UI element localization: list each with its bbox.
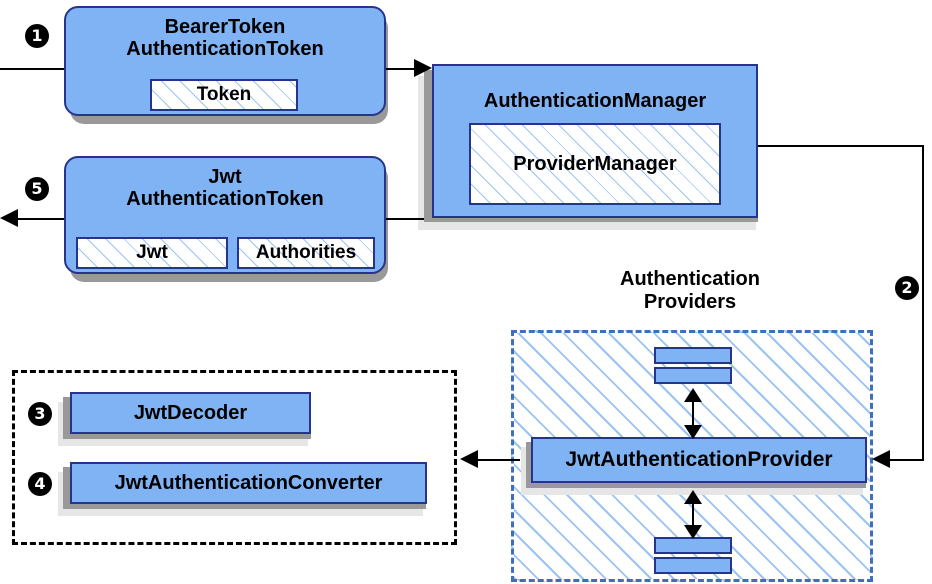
jwt-authentication-token-title-line1: Jwt <box>208 166 242 188</box>
connector-rail-vertical <box>922 145 924 459</box>
provider-manager-label: ProviderManager <box>513 152 677 175</box>
badge-step-3-label: 3 <box>34 404 46 423</box>
connector-provider-to-support <box>478 459 520 461</box>
arrowhead-provider-bottom-down <box>684 525 702 539</box>
badge-step-3: 3 <box>28 402 52 426</box>
authentication-providers-label-line1: Authentication <box>620 268 760 290</box>
badge-step-1: 1 <box>25 24 49 48</box>
bearer-token-title-line1: BearerToken <box>164 16 286 38</box>
jwt-decoder-label: JwtDecoder <box>133 401 248 424</box>
arrowhead-response-out <box>0 209 18 227</box>
badge-step-4: 4 <box>28 472 52 496</box>
authorities-inner-label: Authorities <box>255 242 357 263</box>
connector-token-to-manager <box>386 68 422 70</box>
connector-provider-to-top-stubs <box>692 394 694 428</box>
bearer-token-title-line2: AuthenticationToken <box>126 38 324 61</box>
connector-request-in <box>0 68 72 70</box>
badge-step-2: 2 <box>895 276 919 300</box>
badge-step-2-label: 2 <box>901 278 913 297</box>
connector-provider-to-bottom-stubs <box>692 496 694 528</box>
badge-step-1-label: 1 <box>31 26 43 45</box>
provider-stub-top-2 <box>654 367 732 384</box>
connector-response-out <box>14 218 72 220</box>
provider-stub-bottom-1 <box>654 537 732 554</box>
badge-step-4-label: 4 <box>34 474 46 493</box>
badge-step-5: 5 <box>25 177 49 201</box>
jwt-decoder-card: JwtDecoder <box>70 392 311 434</box>
arrowhead-provider-bottom-up <box>684 490 702 504</box>
jwt-authentication-token-inner-jwt-box: Jwt <box>76 237 228 269</box>
connector-manager-to-jwt-token <box>386 218 424 220</box>
bearer-token-inner-label: Token <box>196 84 252 105</box>
jwt-authentication-converter-label: JwtAuthenticationConverter <box>114 471 383 494</box>
jwt-authentication-token-inner-authorities-box: Authorities <box>237 237 375 269</box>
badge-step-5-label: 5 <box>31 179 43 198</box>
jwt-authentication-provider-card: JwtAuthenticationProvider <box>531 437 867 483</box>
bearer-token-inner-token-box: Token <box>150 79 298 111</box>
authentication-providers-label: Authentication Providers <box>590 268 790 314</box>
arrowhead-rail-to-provider <box>872 450 890 468</box>
arrowhead-provider-top-down <box>684 425 702 439</box>
arrowhead-token-to-manager <box>414 59 432 77</box>
connector-rail-to-provider <box>890 459 924 461</box>
authentication-providers-label-line2: Providers <box>643 291 737 313</box>
jwt-authentication-converter-card: JwtAuthenticationConverter <box>70 462 427 504</box>
authentication-manager-inner-provider-manager-box: ProviderManager <box>469 123 721 205</box>
provider-stub-bottom-2 <box>654 557 732 574</box>
authentication-manager-title: AuthenticationManager <box>483 90 707 112</box>
arrowhead-provider-to-support <box>460 450 478 468</box>
arrowhead-provider-top-up <box>684 388 702 402</box>
provider-stub-top-1 <box>654 347 732 364</box>
jwt-inner-label: Jwt <box>136 242 168 263</box>
jwt-support-group <box>12 370 457 545</box>
connector-manager-to-rail <box>758 145 924 147</box>
jwt-authentication-provider-label: JwtAuthenticationProvider <box>565 448 833 472</box>
jwt-authentication-token-title-line2: AuthenticationToken <box>126 188 324 211</box>
